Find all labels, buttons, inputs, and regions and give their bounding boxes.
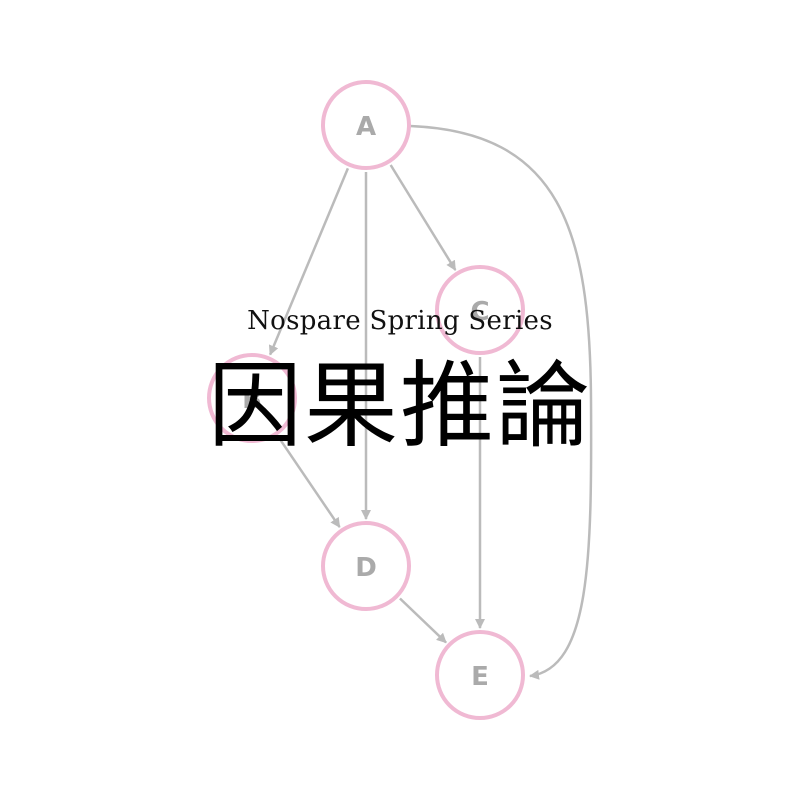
node-a-circle: [321, 80, 411, 170]
series-subtitle: Nospare Spring Series: [247, 306, 553, 336]
node-b-label: B: [242, 385, 262, 415]
node-e-circle: [435, 630, 525, 720]
edges: [268, 124, 593, 680]
edge-d-e: [399, 597, 447, 644]
node-e-label: E: [471, 662, 489, 692]
page-title: 因果推論: [207, 352, 592, 461]
edge-a-b: [268, 167, 350, 356]
edge-a-e: [409, 124, 593, 680]
node-c-circle: [435, 265, 525, 355]
node-d: D: [321, 521, 411, 611]
nodes: A B C D E: [207, 80, 525, 720]
node-a: A: [321, 80, 411, 170]
node-e: E: [435, 630, 525, 720]
node-b: B: [207, 353, 297, 443]
edge-a-c: [389, 164, 457, 271]
node-c-label: C: [470, 297, 489, 327]
edge-b-d: [277, 436, 341, 528]
node-c: C: [435, 265, 525, 355]
node-b-circle: [207, 353, 297, 443]
node-a-label: A: [356, 112, 376, 142]
node-d-label: D: [355, 553, 377, 583]
node-d-circle: [321, 521, 411, 611]
